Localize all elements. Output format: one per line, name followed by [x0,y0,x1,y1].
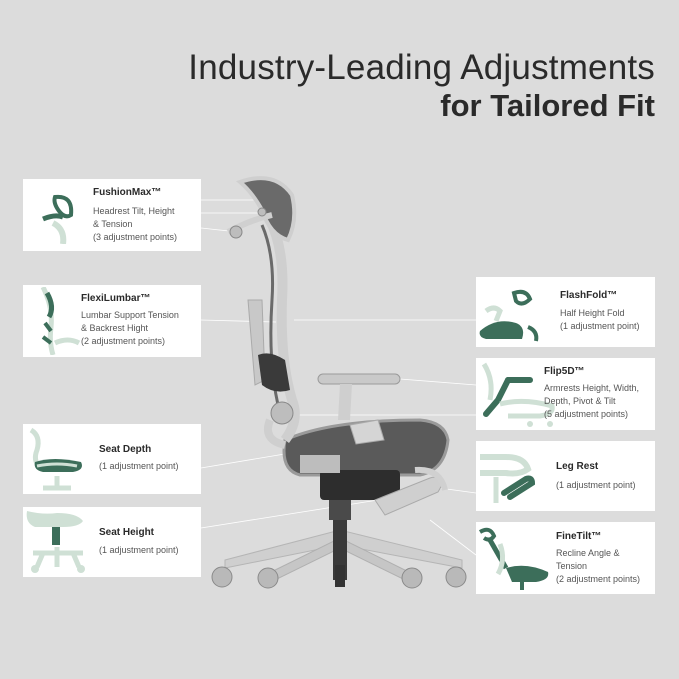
feature-name: FineTilt™ [556,531,602,542]
feature-card-flip5d: Flip5D™ Armrests Height, Width, Depth, P… [476,358,655,430]
feature-desc: Headrest Tilt, Height & Tension (3 adjus… [93,206,178,242]
chair-seat [282,418,450,500]
feature-desc: (1 adjustment point) [556,480,636,490]
headline-line-2: for Tailored Fit [440,88,655,123]
feature-card-seat-depth: Seat Depth (1 adjustment point) [23,424,201,494]
feature-name: Seat Depth [99,444,152,455]
feature-desc: (1 adjustment point) [99,461,179,471]
leg-rest-icon [480,454,536,503]
feature-card-flashfold: FlashFold™ Half Height Fold (1 adjustmen… [476,277,655,347]
feature-name: Leg Rest [556,461,599,472]
feature-name: FushionMax™ [93,187,162,198]
seat-height-icon [26,511,85,573]
feature-desc: Lumbar Support Tension & Backrest Hight … [81,310,179,346]
chair-base [211,500,467,589]
feature-desc: Armrests Height, Width, Depth, Pivot & T… [544,383,640,419]
chair-headrest [226,176,297,243]
feature-card-fushionmax: FushionMax™ Headrest Tilt, Height & Tens… [23,179,201,251]
feature-card-seat-height: Seat Height (1 adjustment point) [23,507,201,577]
feature-name: FlexiLumbar™ [81,293,151,304]
chair-leg-rest [374,466,448,516]
feature-desc: Half Height Fold (1 adjustment point) [560,308,640,331]
armrest-icon [481,362,555,427]
feature-card-flexilumbar: FlexiLumbar™ Lumbar Support Tension & Ba… [23,285,201,357]
feature-name: FlashFold™ [560,290,618,301]
chair-armrest [263,373,401,449]
chair-backrest [247,217,300,443]
feature-name: Seat Height [99,527,155,538]
feature-card-leg-rest: Leg Rest (1 adjustment point) [476,441,655,511]
headline-line-1: Industry-Leading Adjustments [188,48,655,87]
seat-depth-icon [29,427,82,491]
feature-name: Flip5D™ [544,366,585,377]
headrest-icon [42,194,74,244]
lumbar-icon [40,287,81,355]
feature-desc: Recline Angle & Tension (2 adjustment po… [556,548,641,584]
feature-card-finetilt: FineTilt™ Recline Angle & Tension (2 adj… [476,522,655,594]
fold-icon [479,289,539,342]
feature-desc: (1 adjustment point) [99,545,179,555]
recline-icon [478,527,549,590]
